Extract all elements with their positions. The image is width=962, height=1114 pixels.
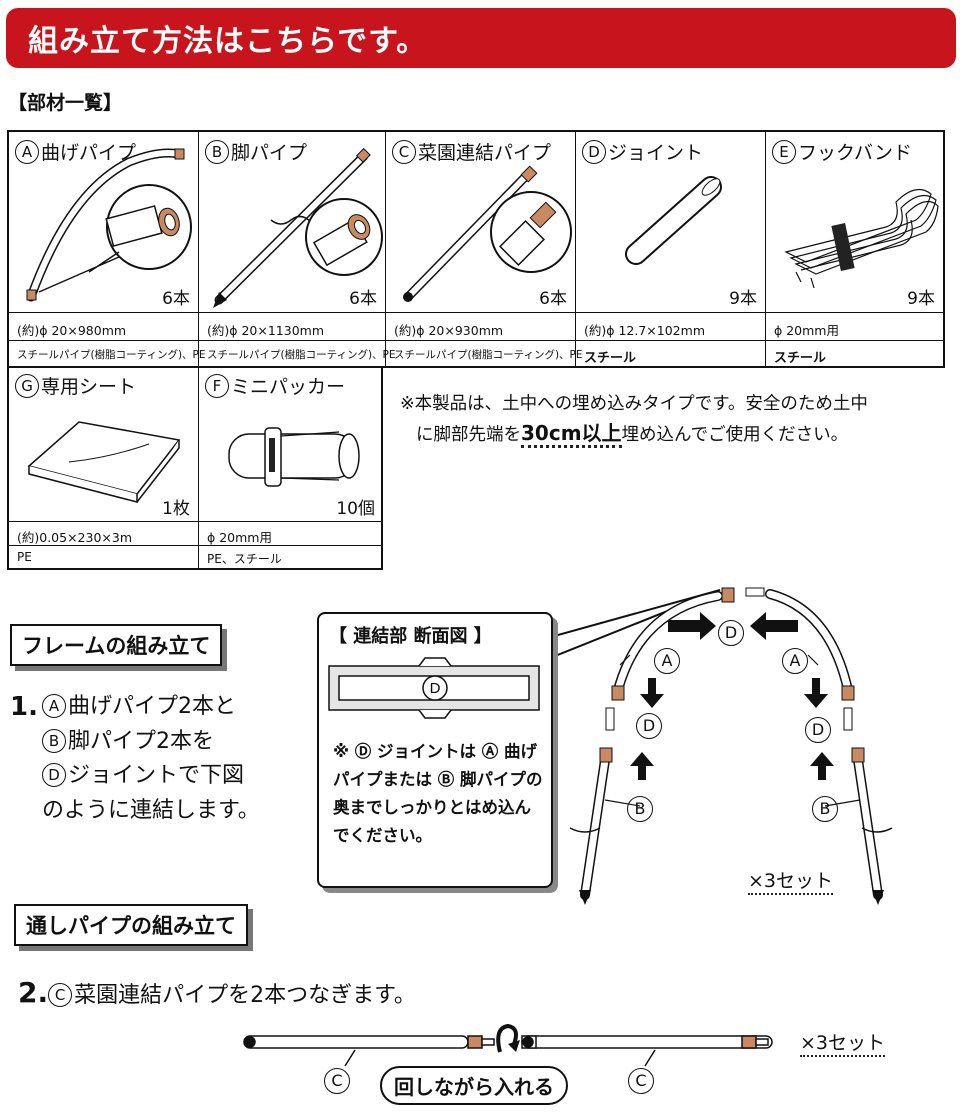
label-b-right: B (812, 796, 840, 822)
bent-pipe-illustration (26, 148, 192, 302)
cross-section-title: 【 連結部 断面図 】 (329, 626, 492, 647)
cross-section-note: ※ Ⓓ ジョイントは Ⓐ 曲げパイプまたは Ⓑ 脚パイプの奥までしっかりとはめ込… (333, 742, 543, 845)
cross-section-drawing: D (328, 657, 540, 719)
part-count: 10個 (336, 499, 375, 519)
connector-cross-section: 【 連結部 断面図 】 D ※ Ⓓ ジョイントは Ⓐ 曲げパイプまたは Ⓑ 脚パ… (317, 612, 553, 888)
pass-set-count: ×3セット (800, 1028, 886, 1057)
part-material: スチール (576, 340, 765, 366)
part-count: 6本 (162, 289, 190, 309)
pass-pipe-title: 通しパイプの組み立て (14, 904, 248, 946)
part-material: スチールパイプ(樹脂コーティング)、PE (9, 340, 206, 366)
mark-c: C (48, 983, 73, 1007)
notice-line1: ※本製品は、土中への埋め込みタイプです。安全のため土中 (400, 394, 868, 414)
part-dimension: (約)0.05×230×3m (9, 521, 198, 545)
part-dimension: ϕ 20mm用 (766, 312, 943, 340)
frame-set-count: ×3セット (748, 866, 834, 895)
part-material: PE (9, 545, 198, 568)
part-material: スチールパイプ(樹脂コーティング)、PE (199, 340, 396, 366)
step1-number: 1. (10, 692, 38, 722)
part-dimension: (約)ϕ 20×1130mm (199, 312, 385, 340)
part-count: 9本 (729, 289, 757, 309)
label-b-left: B (627, 796, 655, 822)
mini-packer-illustration (228, 427, 360, 487)
label-a-right: A (782, 648, 810, 674)
part-material: スチールパイプ(樹脂コーティング)、PE (386, 340, 583, 366)
joint-illustration (625, 176, 722, 265)
notice-line2: に脚部先端を30cm以上埋め込んでご使用ください。 (400, 419, 945, 450)
part-dimension: ϕ 20mm用 (199, 521, 383, 545)
mark-d: D (42, 763, 66, 787)
part-material: スチール (766, 340, 943, 366)
notice-emphasis: 30cm以上 (521, 421, 622, 448)
mark-g: G (15, 374, 39, 398)
leg-pipe-illustration (213, 147, 383, 308)
hook-band-illustration (784, 188, 939, 289)
label-a-left: A (654, 648, 682, 674)
part-count: 6本 (349, 289, 377, 309)
mark-b: B (42, 728, 66, 753)
cross-section-mark: D (430, 680, 441, 697)
part-material: PE、スチール (199, 545, 383, 568)
header-banner: 組み立て方法はこちらです。 (6, 8, 956, 68)
parts-list-title: 【部材一覧】 (8, 92, 123, 114)
sheet-illustration (27, 421, 181, 503)
label-d-right: D (805, 717, 833, 743)
mark-b: B (205, 140, 229, 164)
mark-a: A (42, 694, 66, 718)
part-dimension: (約)ϕ 20×980mm (9, 312, 198, 340)
mark-a: A (15, 140, 39, 164)
part-count: 6本 (539, 289, 567, 309)
mark-c: C (392, 140, 416, 164)
part-dimension: (約)ϕ 20×930mm (386, 312, 575, 340)
connecting-pipe-illustration (403, 165, 572, 302)
label-c-left: C (324, 1068, 352, 1094)
part-count: 1枚 (162, 499, 190, 519)
label-d-top: D (718, 620, 746, 646)
label-d-left: D (636, 713, 664, 739)
mark-d: D (582, 140, 606, 164)
mark-f: F (205, 374, 229, 398)
frame-assembly-title: フレームの組み立て (10, 624, 223, 666)
rotate-insert-label: 回しながら入れる (380, 1066, 568, 1105)
banner-title: 組み立て方法はこちらです。 (28, 24, 428, 59)
mark-e: E (772, 140, 796, 164)
part-count: 9本 (907, 289, 935, 309)
part-dimension: (約)ϕ 12.7×102mm (576, 312, 765, 340)
burial-notice: ※本製品は、土中への埋め込みタイプです。安全のため土中 に脚部先端を30cm以上… (400, 390, 945, 450)
label-c-right: C (628, 1068, 656, 1094)
